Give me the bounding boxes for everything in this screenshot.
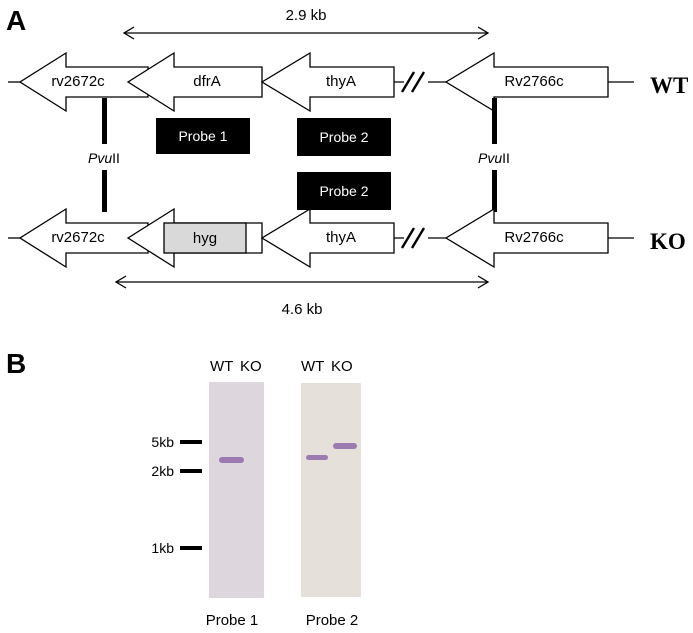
wt-break-mark xyxy=(400,71,426,93)
blot1-membrane xyxy=(209,382,264,598)
ko-span-arrow xyxy=(114,275,490,289)
blot2-wt-band xyxy=(306,455,328,460)
pvuii-label-right: PvuII xyxy=(478,150,510,166)
pvuii-label-left: PvuII xyxy=(88,150,120,166)
hyg-label: hyg xyxy=(193,230,217,247)
wt-probe2-label: Probe 2 xyxy=(319,129,368,145)
panel-a-label: A xyxy=(6,5,26,36)
ko-break-mark xyxy=(400,227,426,249)
blot1-caption: Probe 1 xyxy=(206,612,259,628)
marker-2kb-label: 2kb xyxy=(151,463,174,479)
panel-b-label: B xyxy=(6,348,26,379)
wt-span-arrow xyxy=(122,26,490,40)
wt-rv2672c-gene-arrow xyxy=(18,51,149,113)
wt-rv2766c-gene-arrow xyxy=(444,51,609,113)
blot2-membrane xyxy=(301,383,361,597)
ko-thya-label: thyA xyxy=(326,229,356,246)
wt-rv2766c-label: Rv2766c xyxy=(504,73,564,90)
marker-5kb-label: 5kb xyxy=(151,434,174,450)
wt-thya-label: thyA xyxy=(326,73,356,90)
probe1-label: Probe 1 xyxy=(178,128,227,144)
marker-5kb: 5kb xyxy=(151,434,202,450)
probe1-box xyxy=(156,118,250,154)
ko-locus: rv2672c hyg thyA Rv2766c xyxy=(8,207,634,269)
hyg-cassette-box xyxy=(163,222,247,254)
blot1-wt-band xyxy=(219,457,244,463)
ko-probe2-label: Probe 2 xyxy=(319,183,368,199)
blot1-wt-header: WT xyxy=(210,358,233,375)
marker-1kb-label: 1kb xyxy=(151,540,174,556)
blot2-ko-band xyxy=(333,443,357,449)
blot2-caption: Probe 2 xyxy=(306,612,359,628)
ko-span-label: 4.6 kb xyxy=(282,301,323,318)
pvuii-site-right: PvuII xyxy=(478,98,510,212)
ko-rv2672c-label: rv2672c xyxy=(51,229,105,246)
blot2-ko-header: KO xyxy=(331,358,353,375)
ko-rv2766c-label: Rv2766c xyxy=(504,229,564,246)
wt-thya-gene-arrow xyxy=(260,51,395,113)
wt-dfra-gene-arrow xyxy=(126,51,263,113)
ko-rv2766c-gene-arrow xyxy=(444,207,609,269)
wt-span-label: 2.9 kb xyxy=(286,7,327,24)
ko-probe2-box xyxy=(297,172,391,210)
wt-locus: rv2672c dfrA thyA Rv2766c xyxy=(8,51,634,113)
wt-rv2672c-label: rv2672c xyxy=(51,73,105,90)
ko-thya-gene-arrow xyxy=(260,207,395,269)
marker-2kb: 2kb xyxy=(151,463,202,479)
ko-rv2672c-gene-arrow xyxy=(18,207,149,269)
wt-dfra-label: dfrA xyxy=(193,73,221,90)
blot1-ko-header: KO xyxy=(240,358,262,375)
wt-strain-label: WT xyxy=(650,73,688,98)
wt-probe2-box xyxy=(297,118,391,156)
ko-strain-label: KO xyxy=(650,229,686,254)
pvuii-site-left: PvuII xyxy=(88,98,120,212)
blot2-wt-header: WT xyxy=(301,358,324,375)
marker-1kb: 1kb xyxy=(151,540,202,556)
